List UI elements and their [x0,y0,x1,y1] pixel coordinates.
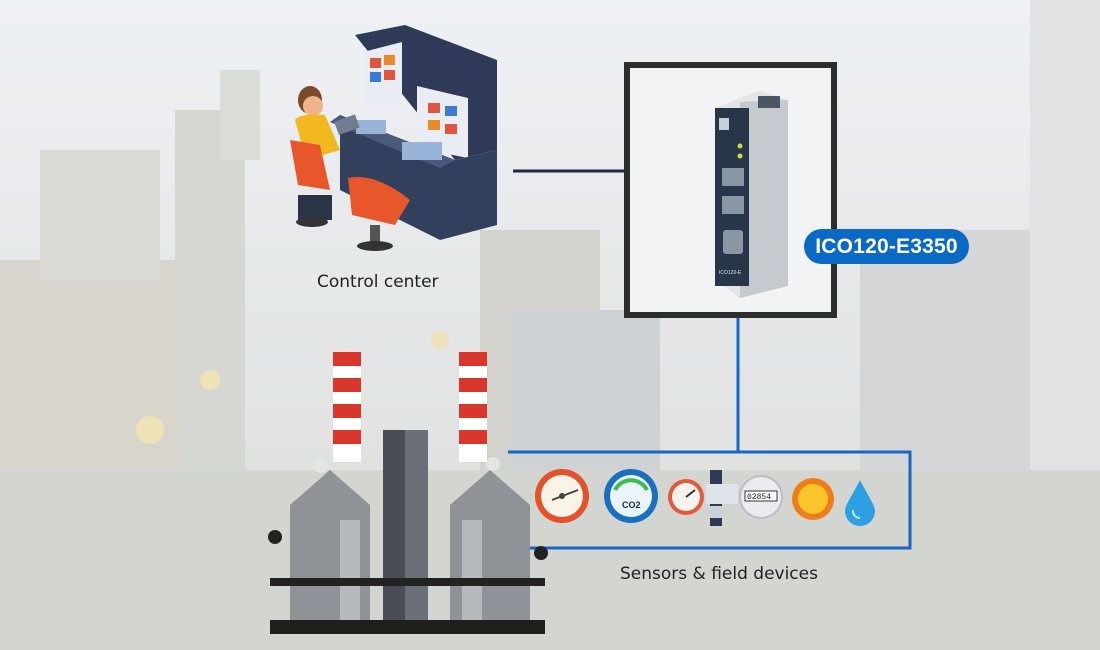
sun-icon [792,478,834,520]
device-text: ICO120-E [719,270,742,276]
control-center-label: Control center [317,272,439,292]
sensors-label: Sensors & field devices [620,564,818,584]
factory-chimney-icon [268,352,548,634]
sensor-bus [508,450,912,550]
gateway-device-icon [624,62,837,318]
device-model-badge: ICO120-E3350 [804,229,969,264]
co2-label: CO2 [622,500,641,510]
clock-gauge-icon [668,479,704,515]
co2-gauge-icon: CO2 [604,469,658,523]
control-center-operator-icon [290,25,497,251]
counter-meter-icon [739,475,783,519]
pressure-gauge-icon [535,469,589,523]
water-drop-icon [845,480,875,526]
flow-meter-icon [706,470,738,526]
counter-value: 02854 [747,493,771,502]
